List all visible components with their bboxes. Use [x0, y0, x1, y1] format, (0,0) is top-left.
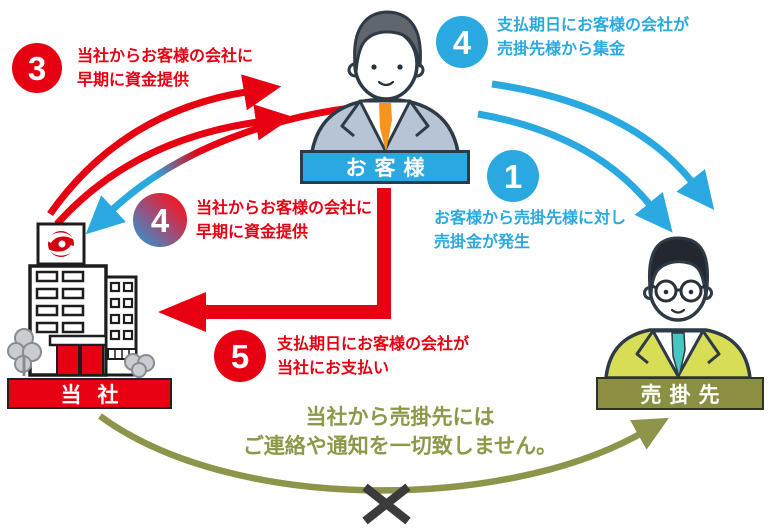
- step-4-funding-line2: 早期に資金提供: [196, 224, 309, 241]
- step-4-funding-text: 当社からお客様の会社に 早期に資金提供: [196, 197, 372, 245]
- step-4-collect-badge: 4: [436, 16, 488, 68]
- step-1-badge: 1: [487, 150, 539, 202]
- step-5-line2: 当社にお支払い: [277, 360, 390, 377]
- payment-arrow: [158, 188, 391, 332]
- our-company-banner: 当社: [7, 378, 172, 409]
- step-3-line2: 早期に資金提供: [77, 72, 190, 89]
- bush-icon: [124, 353, 155, 378]
- step-1-line1: お客様から売掛先様に対し: [434, 210, 627, 227]
- cross-mark-icon: [362, 483, 411, 525]
- step-3-text: 当社からお客様の会社に 早期に資金提供: [77, 45, 253, 93]
- step-1-text: お客様から売掛先様に対し 売掛金が発生: [434, 207, 626, 255]
- debtor-illustration: [604, 236, 752, 380]
- no-contact-notice-line1: 当社から売掛先には: [305, 406, 495, 429]
- tree-icon: [7, 328, 42, 376]
- funding-arrow-upper: [47, 74, 282, 217]
- step-4-funding-line1: 当社からお客様の会社に: [196, 200, 373, 217]
- step-5-text: 支払期日にお客様の会社が 当社にお支払い: [277, 333, 469, 381]
- step-3-line1: 当社からお客様の会社に: [77, 48, 254, 65]
- customer-illustration: [310, 10, 460, 154]
- step-4-collect-text: 支払期日にお客様の会社が 売掛先様から集金: [497, 14, 689, 62]
- step-1-line2: 売掛金が発生: [434, 234, 531, 251]
- glasses-icon: [650, 279, 707, 303]
- collection-arrow-inner: [477, 110, 673, 233]
- receivable-client-banner: 売掛先: [596, 377, 764, 410]
- no-contact-notice-line2: ご連絡や通知を一切致しません。: [242, 435, 558, 458]
- customer-banner: お客様: [300, 150, 470, 184]
- company-building-illustration: [7, 222, 155, 378]
- collection-arrow-outer: [491, 80, 715, 210]
- step-5-line1: 支払期日にお客様の会社が: [277, 336, 470, 353]
- funding-arrow-lower: [54, 104, 294, 227]
- step-3-badge: 3: [12, 43, 62, 93]
- step-4-collect-line2: 売掛先様から集金: [497, 41, 626, 58]
- step-4-funding-badge: 4: [133, 193, 187, 247]
- step-4-collect-line1: 支払期日にお客様の会社が: [497, 17, 690, 34]
- step-5-badge: 5: [214, 330, 266, 382]
- no-contact-notice: 当社から売掛先には ご連絡や通知を一切致しません。: [180, 403, 620, 461]
